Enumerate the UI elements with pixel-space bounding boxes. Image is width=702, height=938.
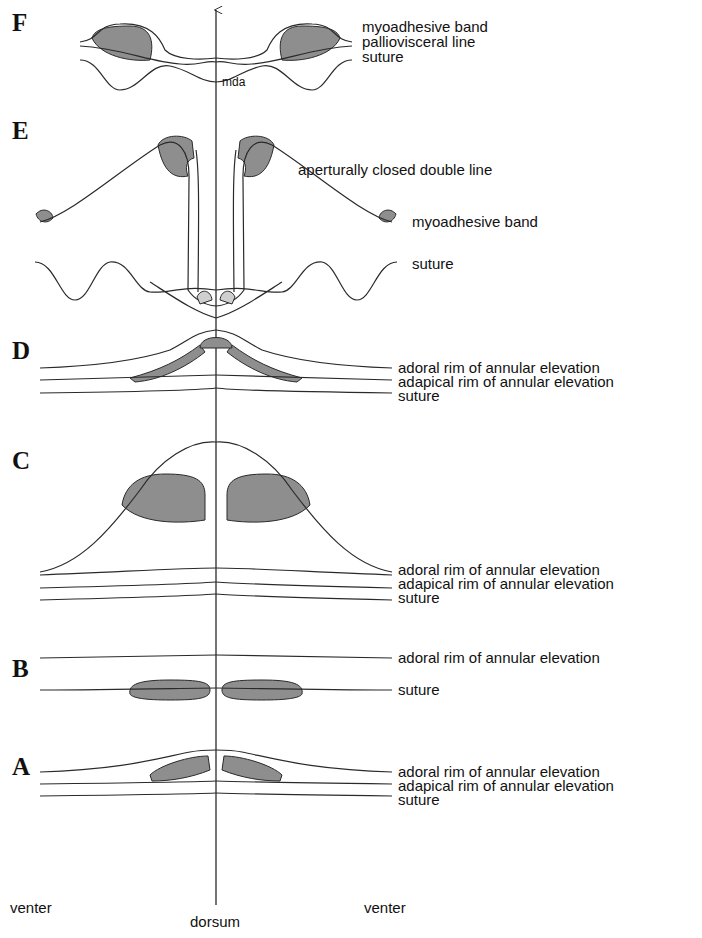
part-label: adoral rim of annular elevation <box>398 764 600 779</box>
direction-label: dorsum <box>190 914 240 929</box>
part-label: adoral rim of annular elevation <box>398 650 600 665</box>
part-label: palliovisceral line <box>362 34 475 49</box>
muscle-scar <box>92 26 152 60</box>
left-half <box>35 24 216 796</box>
part-label: suture <box>398 388 440 403</box>
part-label: suture <box>398 682 440 697</box>
suture-line <box>40 594 216 600</box>
part-label: myoadhesive band <box>362 19 488 34</box>
adapical-rim <box>40 375 216 380</box>
panel-letter: F <box>12 10 27 35</box>
abbreviation-label: mda <box>222 76 245 88</box>
part-label: adapical rim of annular elevation <box>398 374 614 389</box>
part-label: myoadhesive band <box>412 214 538 229</box>
dorsal-axis <box>215 10 216 905</box>
suture-line <box>40 388 216 393</box>
part-label: suture <box>412 256 454 271</box>
panel-letter: A <box>12 754 30 779</box>
palliovisceral-line <box>80 46 216 64</box>
part-label: adapical rim of annular elevation <box>398 576 614 591</box>
right-half <box>216 24 397 796</box>
muscle-scar <box>200 338 232 349</box>
adapical-rim <box>40 781 216 784</box>
part-label: aperturally closed double line <box>298 162 492 177</box>
adoral-rim <box>40 330 216 368</box>
panel-letter: C <box>12 448 30 473</box>
panel-letter: E <box>12 118 29 143</box>
adapical-rim <box>40 582 216 588</box>
part-label: suture <box>398 590 440 605</box>
double-line <box>196 150 199 292</box>
muscle-scar <box>130 680 210 700</box>
direction-label: venter <box>10 900 52 915</box>
double-line <box>150 282 216 318</box>
scar-outline <box>40 442 216 572</box>
direction-label: venter <box>364 900 406 915</box>
suture-line <box>40 688 216 690</box>
part-label: adoral rim of annular elevation <box>398 562 600 577</box>
muscle-scar <box>197 291 212 304</box>
panel-letter: B <box>12 656 29 681</box>
adoral-rim <box>40 655 216 658</box>
suture-line <box>35 262 216 300</box>
suture-line <box>80 60 216 90</box>
part-label: suture <box>398 792 440 807</box>
myoadhesive-band <box>80 24 216 59</box>
part-label: suture <box>362 49 404 64</box>
adoral-rim <box>40 568 216 575</box>
part-label: adapical rim of annular elevation <box>398 778 614 793</box>
panel-letter: D <box>12 338 30 363</box>
double-line <box>40 142 216 306</box>
adoral-rim <box>40 750 216 772</box>
part-label: adoral rim of annular elevation <box>398 360 600 375</box>
suture-line <box>40 793 216 796</box>
muscle-scar <box>150 756 210 781</box>
